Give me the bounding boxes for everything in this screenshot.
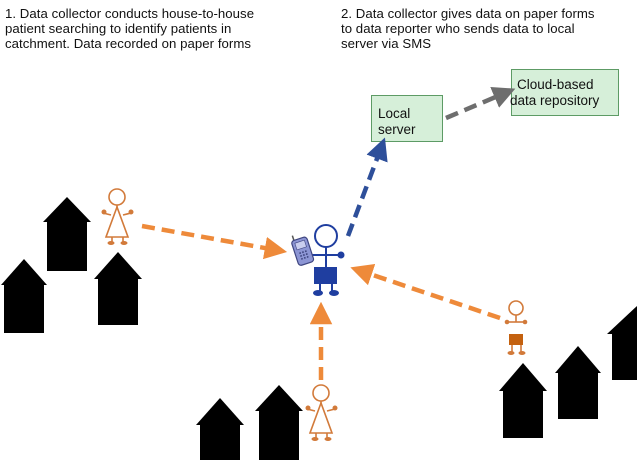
mobile-phone-icon [291,235,315,266]
house-icon [43,197,91,271]
data-collector-icon [101,188,134,245]
house-cluster-right [499,306,637,438]
arrow-reporter-to-local-server [345,137,388,237]
house-icon [499,363,547,438]
cloud-label-line1: Cloud-based [517,77,594,92]
step-1-caption: 1. Data collector conducts house-to-hous… [5,6,255,51]
data-collector-icon [504,300,528,355]
house-cluster-bottom [196,385,303,460]
local-server-label-line2: server [378,122,416,137]
house-icon [255,385,303,460]
cloud-label-line2: data repository [510,93,600,108]
house-cluster-left [1,197,142,333]
house-icon [607,306,637,380]
arrow-collector-left-to-reporter [141,223,288,260]
house-icon [555,346,601,419]
arrow-local-to-cloud [445,87,516,121]
local-server-label-line1: Local [378,106,411,121]
arrow-collector-right-to-reporter [350,263,501,321]
house-icon [1,259,47,333]
step-2-caption: 2. Data collector gives data on paper fo… [341,6,595,51]
cloud-repository-box: Cloud-based data repository [510,69,619,116]
data-reporter-icon [310,224,345,296]
house-icon [196,398,244,460]
house-icon [94,252,142,325]
data-collector-icon [305,384,338,441]
local-server-box: Local server [371,95,443,142]
